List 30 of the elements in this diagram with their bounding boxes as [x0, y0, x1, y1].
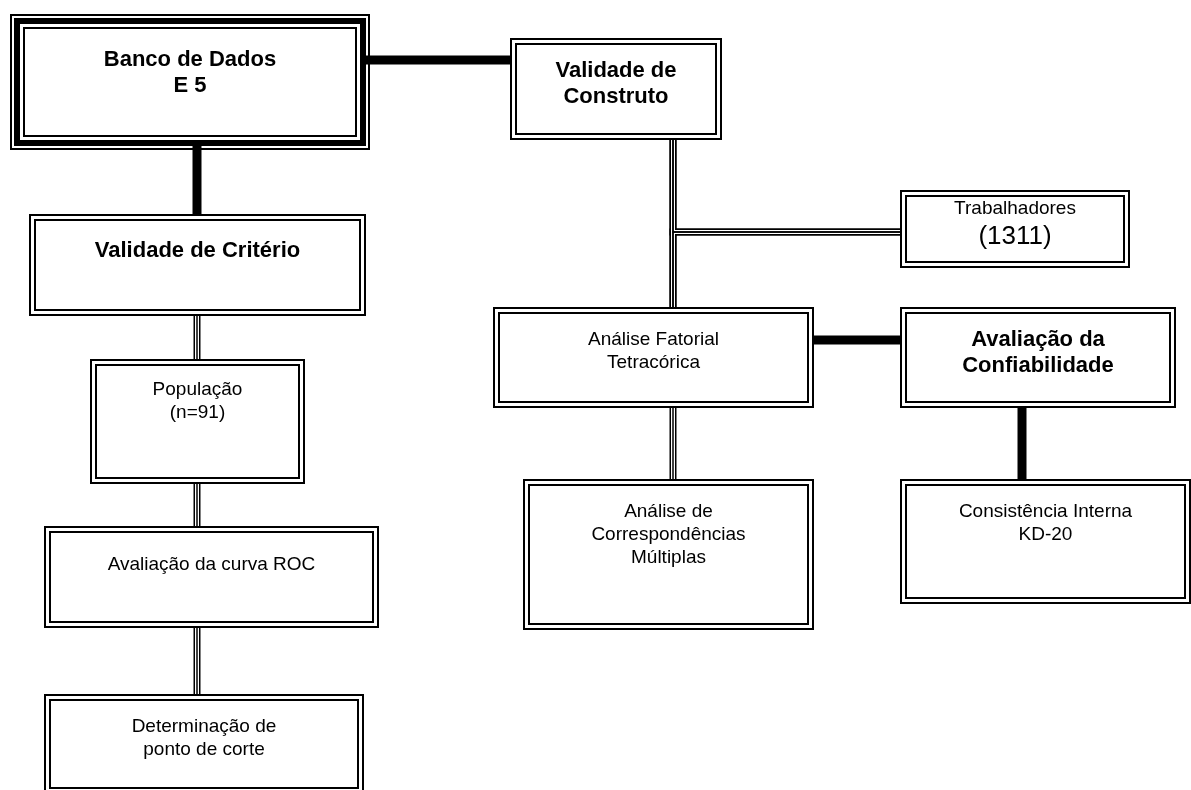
node-text: Consistência Interna KD-20 — [957, 500, 1134, 546]
triple-line-connector — [196, 627, 198, 695]
thick-connector — [814, 335, 900, 345]
double-border-box — [510, 38, 722, 140]
heading-text: Validade de Critério — [94, 237, 301, 264]
triple-line-connector — [196, 483, 198, 527]
triple-line-connector — [672, 407, 674, 480]
double-border-box — [44, 526, 379, 628]
double-border-box — [493, 307, 814, 408]
heading-text: Avaliação da Confiabilidade — [961, 326, 1115, 379]
heading-text: Validade de Construto — [554, 57, 678, 110]
heading-text: Banco de Dados E 5 — [102, 46, 278, 99]
thick-connector — [1017, 408, 1027, 479]
node-text: Avaliação da curva ROC — [107, 553, 316, 576]
double-border-box — [900, 307, 1176, 408]
thick-connector — [192, 146, 202, 214]
double-border-box — [29, 214, 366, 316]
double-border-box — [90, 359, 305, 484]
count-text: (1311) — [978, 219, 1052, 251]
double-border-box — [900, 190, 1130, 268]
node-text: Análise de Correspondências Múltiplas — [590, 500, 747, 569]
double-border-box — [900, 479, 1191, 604]
double-border-box — [523, 479, 814, 630]
triple-line-connector — [196, 315, 198, 360]
node-text: Análise Fatorial Tetracórica — [587, 328, 720, 374]
triple-line-connector — [672, 139, 901, 233]
node-text: Determinação de ponto de corte — [130, 715, 278, 761]
node-text: Trabalhadores — [954, 197, 1076, 220]
node-text: População (n=91) — [151, 378, 244, 424]
double-border-box — [44, 694, 364, 790]
